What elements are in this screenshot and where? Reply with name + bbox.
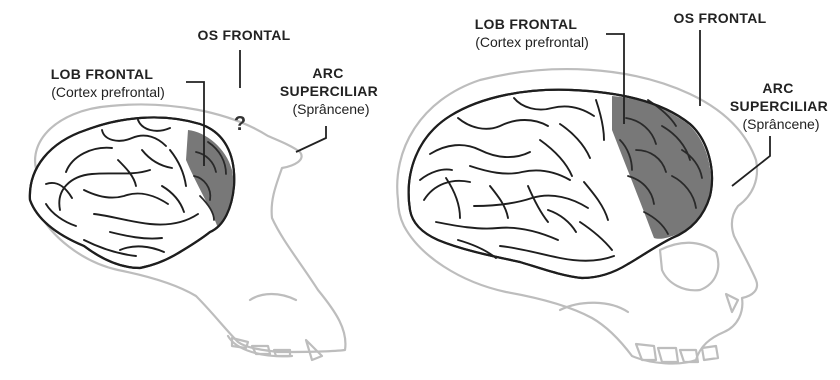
human-lob-frontal-sublabel: (Cortex prefrontal) — [475, 34, 589, 50]
ape-arc-label-line1: ARC — [312, 65, 343, 81]
human-brain — [409, 90, 712, 278]
ape-os-frontal-label: OS FRONTAL — [198, 27, 291, 43]
ape-unknown-mark: ? — [234, 113, 246, 135]
human-arc-label-line1: ARC — [762, 80, 793, 96]
human-arc-sublabel: (Sprâncene) — [742, 116, 819, 132]
ape-arc-sublabel: (Sprâncene) — [292, 101, 369, 117]
ape-arc-leader — [296, 126, 326, 152]
human-arc-leader — [732, 136, 770, 186]
human-os-frontal-label: OS FRONTAL — [674, 10, 767, 26]
ape-lob-frontal-label: LOB FRONTAL — [51, 66, 154, 82]
ape-arc-label-line2: SUPERCILIAR — [280, 83, 378, 99]
ape-lob-frontal-sublabel: (Cortex prefrontal) — [51, 84, 165, 100]
human-lob-frontal-label: LOB FRONTAL — [475, 16, 578, 32]
human-arc-label-line2: SUPERCILIAR — [730, 98, 828, 114]
